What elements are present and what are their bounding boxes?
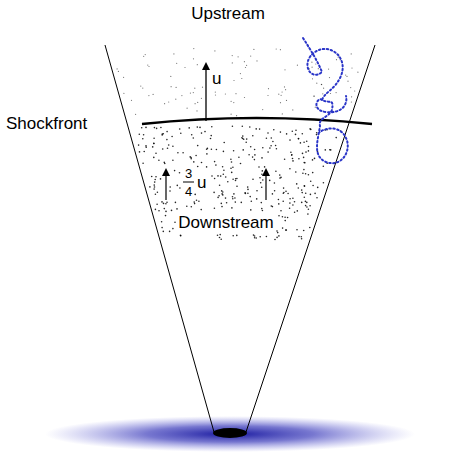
fraction-denominator: 4 [185,185,192,198]
region-label: Upstream [191,5,265,22]
velocity-arrow [205,66,206,121]
shock-label: Shockfront [6,115,87,132]
velocity-arrow [265,172,266,200]
fraction-numerator: 3 [185,167,192,180]
particle-trajectory [303,38,348,163]
velocity-arrow [165,172,166,200]
fraction-bar [183,182,194,183]
accretion-disk [45,416,415,452]
shock-front [142,118,372,124]
velocity-label: u [197,174,206,191]
velocity-label: u [212,70,221,87]
particles [117,48,359,240]
jet-edge [246,45,375,432]
black-hole [213,428,247,438]
jet-edge [105,45,214,432]
region-label: Downstream [178,214,273,231]
